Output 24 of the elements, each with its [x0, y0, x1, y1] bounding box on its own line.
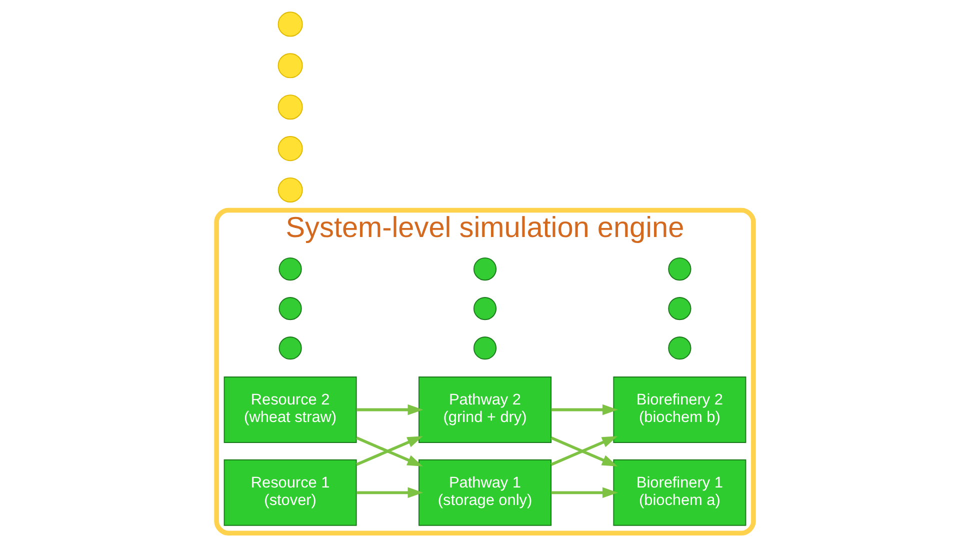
- arrow: [356, 404, 423, 416]
- arrow: [550, 487, 618, 498]
- node-circle: [277, 94, 302, 120]
- node-circle: [472, 257, 496, 281]
- node-circle: [277, 136, 302, 162]
- node-circle: [472, 296, 496, 320]
- node-circle: [668, 257, 691, 281]
- node-circle: [278, 257, 302, 281]
- node-box: Pathway 2 (grind + dry): [418, 376, 551, 443]
- node-circle: [472, 336, 496, 360]
- node-circle: [278, 336, 302, 360]
- node-box: Pathway 1 (storage only): [418, 459, 551, 526]
- arrow: [356, 487, 423, 498]
- node-circle: [277, 177, 302, 203]
- arrow: [550, 404, 618, 416]
- node-circle: [668, 296, 691, 320]
- node-circle: [277, 53, 302, 78]
- node-box: Resource 2 (wheat straw): [223, 376, 356, 443]
- node-circle: [278, 296, 302, 320]
- node-circle: [277, 12, 302, 37]
- node-circle: [668, 336, 691, 360]
- node-box: Biorefinery 2 (biochem b): [612, 376, 746, 443]
- node-box: Biorefinery 1 (biochem a): [612, 459, 746, 526]
- node-box: Resource 1 (stover): [223, 459, 356, 526]
